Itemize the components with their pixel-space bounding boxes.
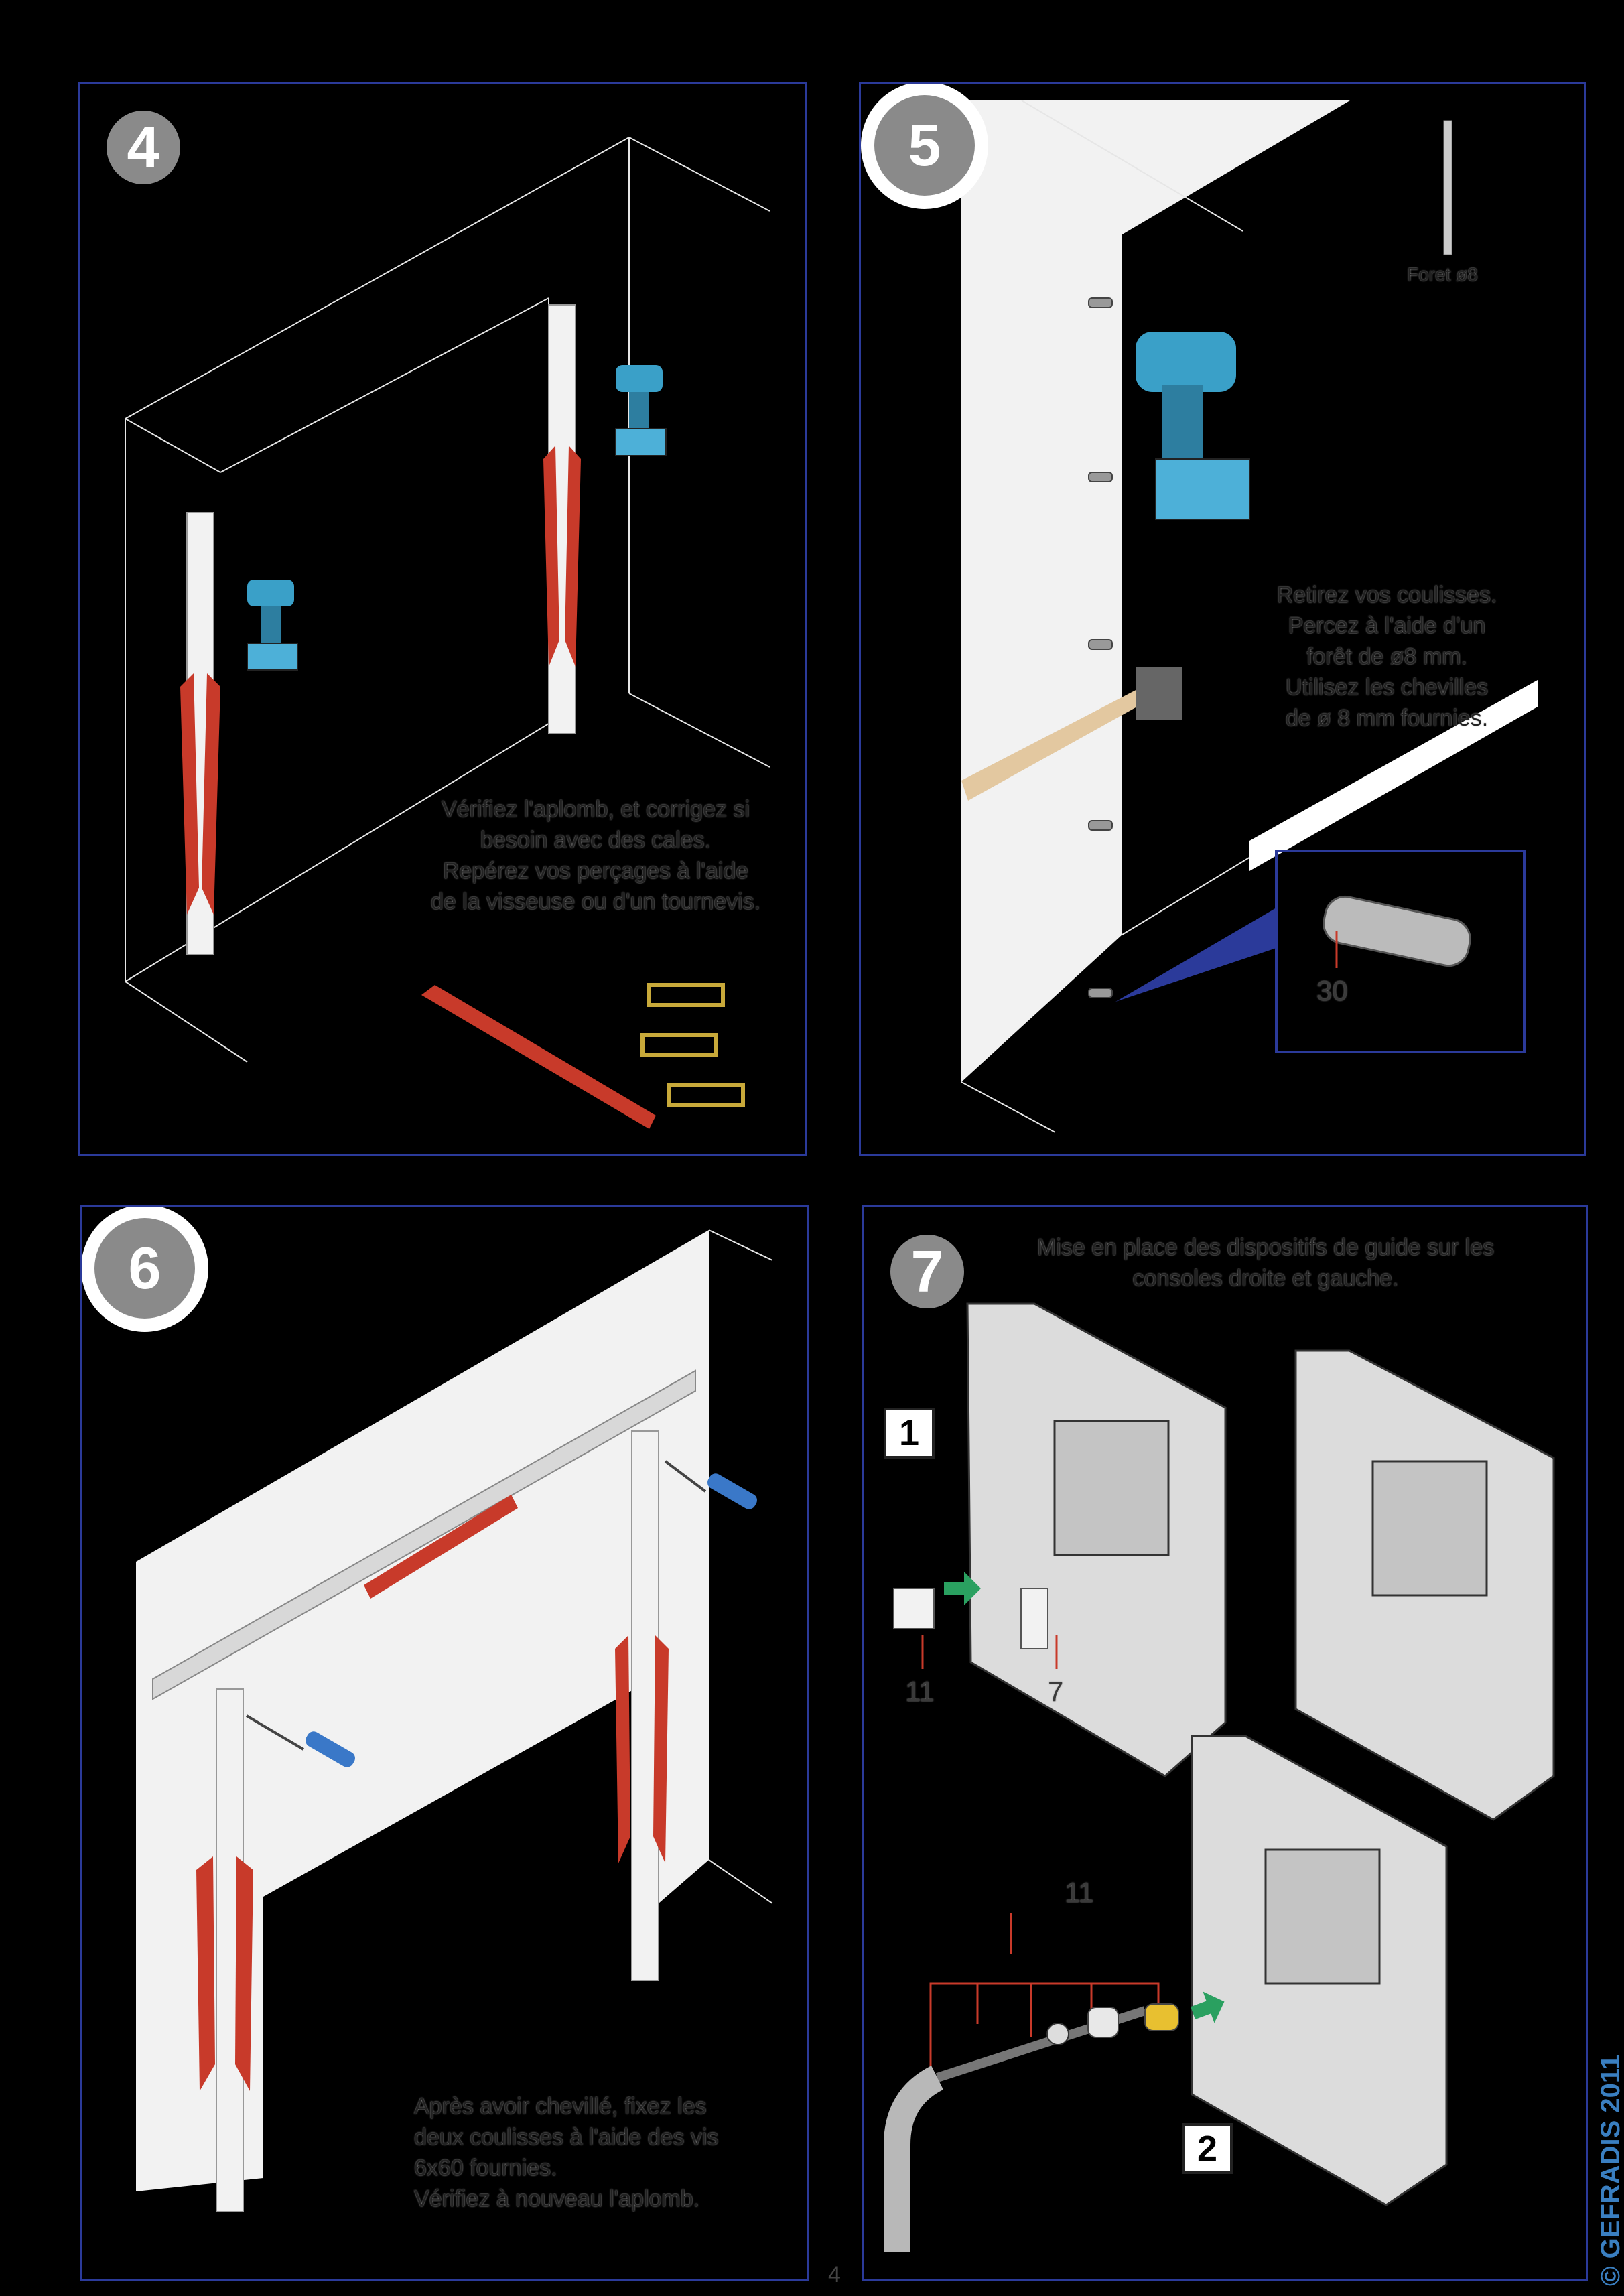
step-6-caption: Après avoir chevillé, fixez les deux cou… [414, 2094, 719, 2212]
drill-bit-label: Foret ø8 [1407, 264, 1478, 285]
step-6-illustration [136, 1229, 773, 2212]
step-6-badge: 6 [94, 1218, 195, 1319]
drill-icon [247, 580, 298, 671]
hammer-icon [961, 667, 1182, 801]
page-number: 4 [828, 2262, 841, 2287]
screwdriver-icon [245, 1714, 355, 1767]
arrow-icon [1191, 1991, 1225, 2023]
drill-bit-icon [1443, 120, 1452, 255]
console-bracket-icon [1191, 1735, 1448, 2206]
console-bracket-icon [966, 1302, 1227, 1777]
callout-11-a: 11 [905, 1676, 935, 1707]
callout-11-b: 11 [1065, 1877, 1094, 1908]
callout-30: 30 [1316, 975, 1348, 1006]
step-7-caption: Mise en place des dispositifs de guide s… [1036, 1235, 1495, 1291]
step-5-illustration [961, 100, 1538, 1133]
sub-step-2-badge: 2 [1182, 2123, 1233, 2174]
wall-plug-icon [1088, 297, 1113, 998]
step-7-panel: 7 Mise en place des dispositifs de guide… [862, 1205, 1588, 2281]
step-5-panel: 5 Foret ø8 Retirez vos coulisses. Percez… [859, 82, 1586, 1156]
spirit-level-icon [421, 985, 656, 1129]
step-4-badge: 4 [107, 111, 180, 184]
drill-icon [615, 365, 667, 456]
step-4-panel: 4 Vérifiez l'aplomb, et corrigez si beso… [78, 82, 807, 1156]
console-bracket-icon [1294, 1349, 1555, 1821]
step-6-panel: 6 Après avoir chevillé, fixez les deux c… [80, 1205, 809, 2281]
wall-plug-icon [1323, 895, 1471, 967]
shim-icon [640, 983, 745, 1107]
step-7-badge: 7 [890, 1235, 964, 1308]
tube-icon [884, 2066, 944, 2252]
step-5-badge: 5 [874, 95, 975, 196]
arrow-icon [944, 1572, 981, 1605]
brand-logo: © GEFRADIS 2011 [1596, 2054, 1624, 2286]
step-4-illustration [125, 136, 770, 1129]
guide-block-icon [893, 1588, 935, 1629]
guide-roller-icon [935, 2003, 1179, 2082]
drill-icon [1136, 332, 1250, 520]
step-7-illustration [884, 1302, 1555, 2252]
sub-step-1-badge: 1 [884, 1408, 935, 1459]
callout-7: 7 [1048, 1676, 1064, 1707]
step-4-caption: Vérifiez l'aplomb, et corrigez si besoin… [430, 797, 761, 915]
step-5-caption: Retirez vos coulisses. Percez à l'aide d… [1276, 582, 1497, 731]
screwdriver-icon [664, 1460, 757, 1509]
